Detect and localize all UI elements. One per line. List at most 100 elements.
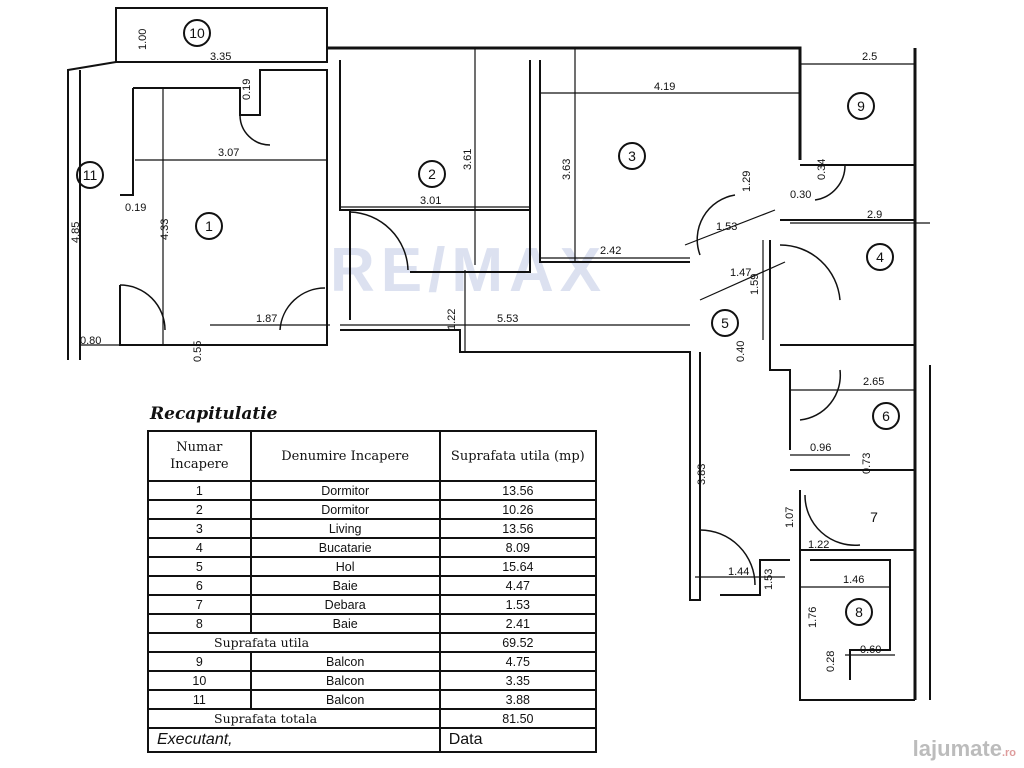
dim-label: 1.22	[446, 308, 458, 330]
dim-label: 1.53	[763, 568, 775, 590]
subtotal-area: 69.52	[438, 632, 598, 653]
dim-label: 1.00	[137, 28, 149, 50]
dim-label: 1.29	[741, 170, 753, 192]
dim-label: 1.07	[784, 506, 796, 528]
dim-label: 3.01	[420, 195, 442, 207]
door-arc	[119, 284, 166, 331]
room-7-8-wall	[799, 490, 915, 701]
cell-no: 8	[147, 613, 252, 634]
cell-area: 2.41	[438, 613, 598, 634]
dim-label: 4.33	[159, 218, 171, 240]
recap-table: Numar Incapere Denumire Incapere Suprafa…	[147, 430, 598, 753]
cell-no: 3	[147, 518, 252, 539]
logo-suffix: .ro	[1001, 747, 1016, 759]
room-3-walls	[539, 60, 690, 263]
dim-label: 3.63	[561, 158, 573, 180]
door-arc	[814, 164, 846, 201]
dim-label: 2.5	[862, 51, 878, 63]
balcony-10-outline	[115, 7, 328, 63]
dim-label: 1.59	[749, 273, 761, 295]
cell-name: Baie	[249, 575, 441, 596]
room-number-6: 6	[872, 402, 900, 430]
door-arc	[804, 494, 861, 546]
dim-label: 3.07	[218, 147, 240, 159]
header-number: Numar Incapere	[147, 430, 252, 482]
room-number-1: 1	[195, 212, 223, 240]
cell-name: Debara	[249, 594, 441, 615]
dim-label: 0.96	[810, 442, 832, 454]
table-header-row: Numar Incapere Denumire Incapere Suprafa…	[147, 430, 598, 482]
dim-label: 0.40	[735, 340, 747, 362]
cell-no: 7	[147, 594, 252, 615]
cell-no: 10	[147, 670, 252, 691]
door-arc	[699, 529, 756, 586]
dim-label: 0.28	[825, 650, 837, 672]
dim-label: 2.65	[863, 376, 885, 388]
dim-label: 1.22	[808, 539, 830, 551]
cell-no: 5	[147, 556, 252, 577]
cell-area: 10.26	[438, 499, 598, 520]
dim-label: 5.53	[497, 313, 519, 325]
room-2-walls	[339, 60, 530, 211]
cell-name: Baie	[249, 613, 441, 634]
cell-area: 4.75	[438, 651, 598, 672]
cell-name: Dormitor	[249, 480, 441, 501]
dim-label: 2.42	[600, 245, 622, 257]
lajumate-logo: lajumate.ro	[913, 736, 1016, 762]
room-number-7: 7	[870, 509, 878, 525]
cell-no: 4	[147, 537, 252, 558]
dim-label: 4.85	[70, 221, 82, 243]
recap-title: Recapitulatie	[150, 404, 278, 424]
dim-label: 0.34	[816, 158, 828, 180]
cell-area: 3.35	[438, 670, 598, 691]
room-number-9: 9	[847, 92, 875, 120]
subtotal-row: Suprafata utila 69.52	[147, 632, 598, 653]
dim-label: 0.55	[192, 340, 204, 362]
exterior-top-wall	[327, 46, 802, 160]
dim-label: 3.61	[462, 148, 474, 170]
cell-area: 4.47	[438, 575, 598, 596]
dim-label: 3.83	[696, 463, 708, 485]
dim-label: 1.47	[730, 267, 752, 279]
door-arc	[779, 244, 841, 301]
cell-no: 1	[147, 480, 252, 501]
dimension-lines	[81, 48, 930, 656]
cell-area: 15.64	[438, 556, 598, 577]
dim-label: 1.44	[728, 566, 750, 578]
total-area: 81.50	[438, 708, 598, 729]
room-1-walls	[119, 69, 328, 346]
room-number-4: 4	[866, 243, 894, 271]
cell-no: 11	[147, 689, 252, 710]
footer-row: Executant, Data	[147, 727, 598, 753]
cell-name: Hol	[249, 556, 441, 577]
dim-label: 1.76	[807, 606, 819, 628]
date-label: Data	[438, 727, 598, 753]
door-arc	[279, 287, 326, 331]
dim-label: 0.60	[860, 644, 882, 656]
door-arc	[696, 194, 736, 256]
hall-right-wall	[769, 240, 791, 450]
cell-no: 6	[147, 575, 252, 596]
dim-label: 0.19	[125, 202, 147, 214]
dim-label: 4.19	[654, 81, 676, 93]
total-row: Suprafata totala 81.50	[147, 708, 598, 729]
subtotal-label: Suprafata utila	[147, 632, 441, 653]
dim-label: 0.19	[241, 78, 253, 100]
cell-area: 13.56	[438, 518, 598, 539]
door-arc	[239, 114, 271, 146]
cell-name: Dormitor	[249, 499, 441, 520]
room-number-10: 10	[183, 19, 211, 47]
logo-text: lajumate	[912, 736, 1002, 761]
cell-area: 13.56	[438, 480, 598, 501]
dim-label: 0.73	[861, 452, 873, 474]
cell-area: 8.09	[438, 537, 598, 558]
room-number-2: 2	[418, 160, 446, 188]
dim-label: 1.46	[843, 574, 865, 586]
room-number-5: 5	[711, 309, 739, 337]
